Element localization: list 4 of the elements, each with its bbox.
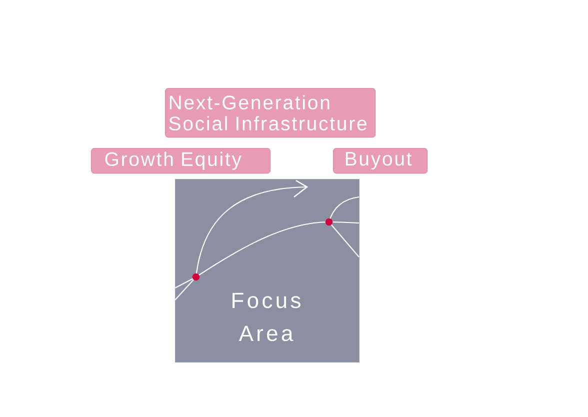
category-tag: Next-Generation Social Infrastructure <box>165 88 376 138</box>
focus-area-panel: Focus Area <box>174 179 360 362</box>
category-tag: Buyout <box>333 148 428 174</box>
category-tag: Growth Equity <box>91 148 271 174</box>
